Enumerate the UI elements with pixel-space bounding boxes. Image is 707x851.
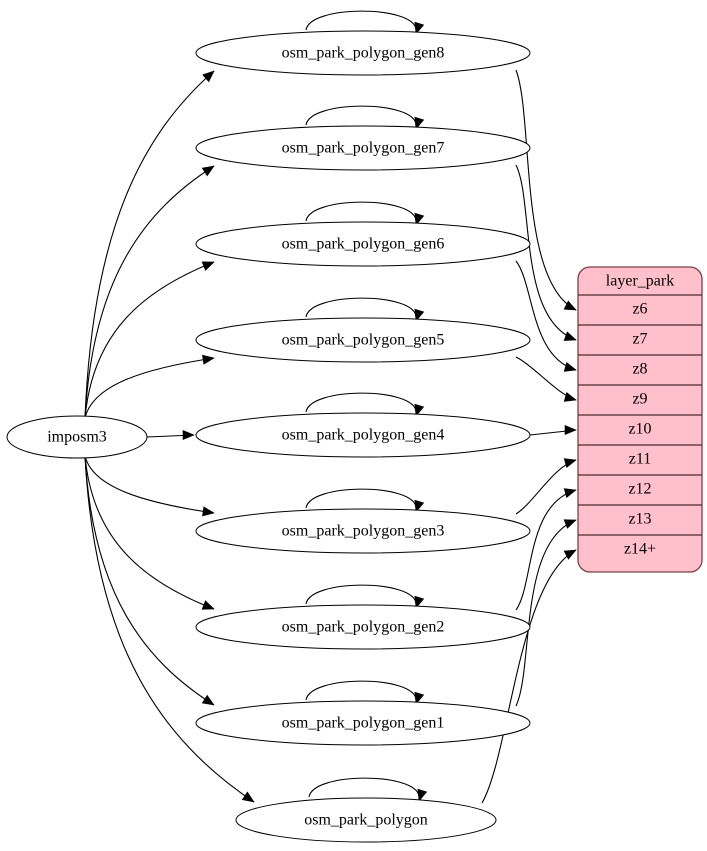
table-row-z8[interactable]: z8 [632,361,647,378]
node-gen5-shape[interactable] [195,317,531,363]
edge-arrowhead [201,165,215,177]
edge-gen7-to-z7 [515,164,577,341]
table-row-z11[interactable]: z11 [629,451,652,468]
edge-selfloop-gen3 [305,488,417,509]
edge-arrowhead [414,308,425,322]
table-row-z9[interactable]: z9 [632,391,647,408]
edge-selfloop-base [308,777,420,798]
edge-selfloop-gen7 [305,105,417,126]
node-imposm3-label: imposm3 [47,429,107,446]
edge-imposm3-to-gen1 [84,455,215,706]
node-gen7-shape[interactable] [195,125,531,171]
edge-arrowhead [563,362,577,372]
edge-imposm3-to-base [84,455,255,803]
node-gen7-label: osm_park_polygon_gen7 [282,140,445,157]
edge-selfloop-gen8 [305,10,417,31]
edges-layer [84,10,577,804]
table-row-z10[interactable]: z10 [628,421,651,438]
table-row-z13[interactable]: z13 [628,511,651,528]
node-base-label: osm_park_polygon [304,812,428,829]
edge-gen2-to-z12 [515,489,577,611]
edge-arrowhead [202,354,215,365]
node-gen3-shape[interactable] [195,508,531,554]
edge-gen3-to-z11 [515,459,577,515]
edge-selfloop-gen6 [305,201,417,222]
node-imposm3[interactable]: imposm3 [6,415,148,459]
node-gen2[interactable]: osm_park_polygon_gen2 [195,604,531,650]
node-gen3[interactable]: osm_park_polygon_gen3 [195,508,531,554]
node-gen1-label: osm_park_polygon_gen1 [282,715,445,732]
node-gen4-shape[interactable] [195,412,531,458]
table-title: layer_park [606,273,674,290]
edge-arrowhead [241,791,255,803]
node-base[interactable]: osm_park_polygon [235,797,497,843]
edge-imposm3-to-gen2 [84,455,215,610]
table-row-z12[interactable]: z12 [628,481,651,498]
edge-selfloop-gen1 [305,680,417,701]
edge-arrowhead [414,499,425,513]
nodes-layer: osm_park_polygon_gen8 osm_park_polygon_ge… [6,30,531,843]
edge-arrowhead [563,458,577,468]
edge-imposm3-to-gen3 [84,455,215,514]
table-row-z7[interactable]: z7 [632,331,647,348]
edge-arrowhead [414,212,425,226]
node-gen2-label: osm_park_polygon_gen2 [282,619,445,636]
node-gen1[interactable]: osm_park_polygon_gen1 [195,700,531,746]
edge-selfloop-gen2 [305,584,417,605]
node-gen8-label: osm_park_polygon_gen8 [282,45,445,62]
edge-arrowhead [563,549,577,560]
edge-arrowhead [417,788,428,802]
node-gen7[interactable]: osm_park_polygon_gen7 [195,125,531,171]
edge-arrowhead [414,21,425,35]
edge-gen6-to-z8 [515,260,577,371]
node-gen3-label: osm_park_polygon_gen3 [282,523,445,540]
edge-arrowhead [414,691,425,705]
edge-imposm3-to-gen6 [84,261,215,419]
edge-arrowhead [563,392,577,402]
edge-gen1-to-z13 [515,519,577,707]
edge-arrowhead [564,424,577,436]
node-gen6-label: osm_park_polygon_gen6 [282,236,445,253]
edge-base-to-z14+ [481,549,577,804]
edge-arrowhead [201,694,215,706]
node-base-shape[interactable] [235,797,497,843]
node-gen8-shape[interactable] [195,30,531,76]
edge-arrowhead [414,595,425,609]
node-gen2-shape[interactable] [195,604,531,650]
edge-arrowhead [201,261,215,271]
edge-imposm3-to-gen8 [84,70,215,419]
node-gen5[interactable]: osm_park_polygon_gen5 [195,317,531,363]
edge-gen8-to-z6 [515,69,577,311]
node-gen8[interactable]: osm_park_polygon_gen8 [195,30,531,76]
edge-arrowhead [563,300,577,311]
edge-imposm3-to-gen5 [84,357,215,419]
layer-park-table: layer_park z6 z7 z8 z9 z10 z11 z12 z13 z14+ [577,266,703,573]
node-gen4-label: osm_park_polygon_gen4 [282,427,445,444]
edge-arrowhead [563,488,577,498]
node-gen5-label: osm_park_polygon_gen5 [282,332,445,349]
node-imposm3-shape[interactable] [6,415,148,459]
table-body [577,266,703,573]
edge-arrowhead [182,429,195,441]
edge-arrowhead [202,506,215,517]
edge-imposm3-to-gen7 [84,165,215,419]
edge-arrowhead [414,403,425,417]
table-row-z14+[interactable]: z14+ [624,541,656,558]
edge-selfloop-gen5 [305,297,417,318]
node-gen1-shape[interactable] [195,700,531,746]
edge-arrowhead [414,116,425,130]
edge-arrowhead [202,70,215,83]
node-gen6-shape[interactable] [195,221,531,267]
edge-arrowhead [201,600,215,610]
edge-arrowhead [563,331,577,341]
table-row-z6[interactable]: z6 [632,301,647,318]
edge-arrowhead [563,519,577,529]
node-gen4[interactable]: osm_park_polygon_gen4 [195,412,531,458]
edge-selfloop-gen4 [305,392,417,413]
node-gen6[interactable]: osm_park_polygon_gen6 [195,221,531,267]
